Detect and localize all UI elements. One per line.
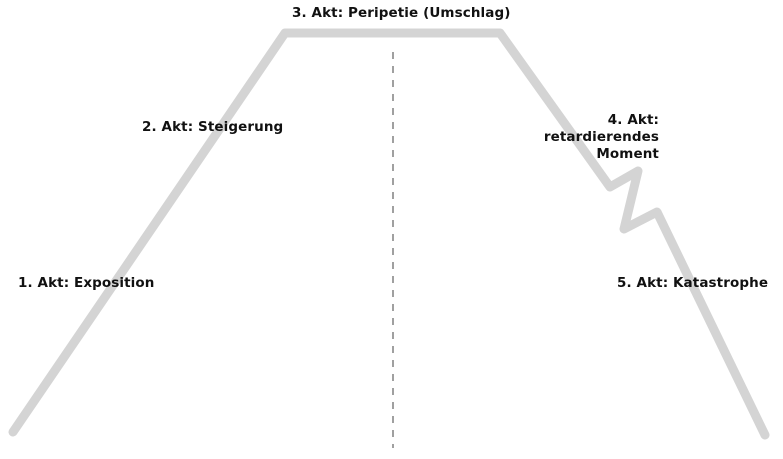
label-act-4-line-1: 4. Akt: retardierendes <box>543 112 659 145</box>
label-act-4-line-2: Moment <box>596 146 659 162</box>
label-act-3-peripetie: 3. Akt: Peripetie (Umschlag) <box>292 5 511 21</box>
label-act-1-exposition: 1. Akt: Exposition <box>18 275 155 291</box>
dramatic-arc-line <box>8 28 770 440</box>
label-act-5-katastrophe: 5. Akt: Katastrophe <box>617 275 769 291</box>
label-act-2-steigerung: 2. Akt: Steigerung <box>142 119 284 135</box>
